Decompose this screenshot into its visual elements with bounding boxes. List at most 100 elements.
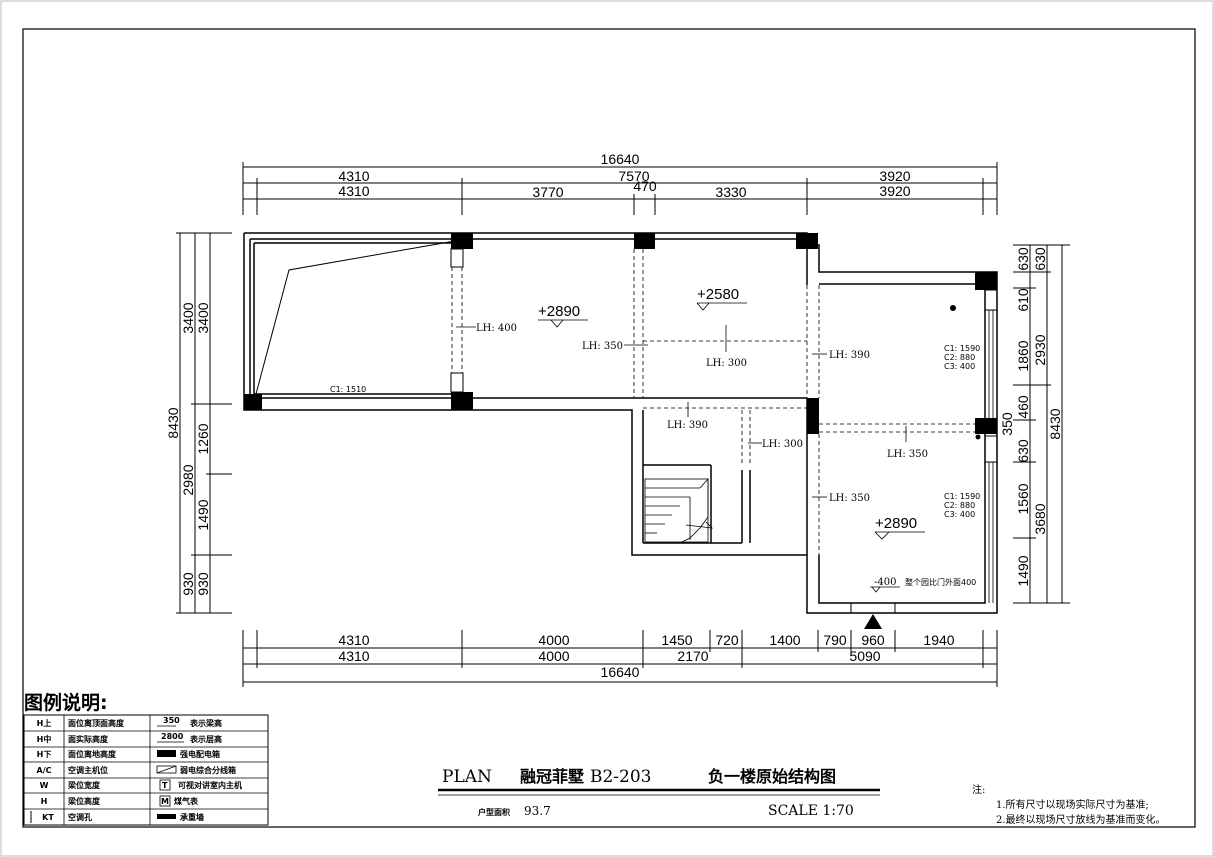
bearing-wall-icon — [157, 814, 176, 819]
right-dimension-lines — [1013, 244, 1070, 604]
dim-left-inner-d: 930 — [195, 572, 211, 596]
legend-symdesc-6: 煤气表 — [174, 796, 199, 806]
legend-table: H上 面位离顶面高度 350 表示梁高 H中 面实际高度 2800 表示层高 H… — [23, 714, 269, 826]
legend-code-6: H — [41, 797, 48, 806]
legend-symdesc-1: 表示梁高 — [189, 718, 222, 728]
dim-bottom-row2-d: 5090 — [849, 648, 880, 664]
beam-label-8: LH: 350 — [829, 493, 870, 504]
legend-desc-2: 面实际高度 — [68, 734, 109, 744]
legend-symdesc-4: 弱电综合分线箱 — [180, 765, 236, 775]
legend-symdesc-2: 表示层高 — [189, 734, 222, 744]
bottom-level-note: 整个园比门外面400 — [905, 577, 976, 587]
scale-text: SCALE 1:70 — [768, 803, 854, 819]
notes: 注: 1.所有尺寸以现场实际尺寸为基准; 2.最终以现场尺寸放线为基准而变化。 — [972, 783, 1166, 826]
legend-desc-6: 梁位高度 — [67, 796, 101, 806]
marker-dot — [975, 434, 981, 440]
wall-stubs — [450, 248, 998, 463]
dim-left-mid-a: 3400 — [180, 302, 196, 333]
staircase — [644, 477, 714, 543]
skylight-outline — [255, 240, 456, 395]
dim-left-inner-a: 3400 — [195, 302, 211, 333]
legend-code-4: A/C — [37, 766, 52, 775]
legend-sym-6: M — [161, 797, 169, 806]
dim-top-row2-a: 4310 — [338, 183, 369, 199]
gas-meter-icon — [159, 795, 171, 807]
dim-bottom-row1-h: 1940 — [923, 632, 954, 648]
legend-sym-5: T — [162, 781, 168, 790]
beam-lines — [249, 249, 975, 555]
left-dimension-lines — [176, 232, 232, 614]
title-block: PLAN 融冠菲墅 B2-203 负一楼原始结构图 户型面积 93.7 SCAL… — [438, 767, 880, 819]
legend-desc-7: 空调孔 — [68, 812, 92, 822]
beam-label-7: LH: 350 — [887, 449, 928, 460]
dim-right-inner-b: 610 — [1015, 288, 1031, 312]
dim-right-inner-a: 630 — [1015, 247, 1031, 271]
bottom-dimension-lines — [242, 630, 998, 687]
window1-c3: C3: 400 — [944, 362, 975, 371]
legend-code-7: KT — [42, 813, 54, 822]
dim-bottom-row2-b: 4000 — [538, 648, 569, 664]
area-label: 户型面积 — [478, 807, 510, 817]
dim-left-mid-b: 2980 — [180, 464, 196, 495]
legend-desc-5: 梁位宽度 — [67, 780, 101, 790]
dim-top-row1-a: 4310 — [338, 168, 369, 184]
top-dimension-lines — [242, 162, 998, 215]
dim-right-inner-e: 630 — [1015, 439, 1031, 463]
notes-head: 注: — [972, 783, 985, 796]
weak-box-icon — [156, 765, 177, 774]
level-marker-1: +2890 — [538, 303, 588, 328]
area-value: 93.7 — [524, 804, 551, 818]
entrance-door — [850, 603, 896, 629]
level-value-1: +2890 — [538, 303, 580, 320]
dim-right-mid-b: 2930 — [1032, 334, 1048, 365]
dim-bottom-total: 16640 — [601, 664, 640, 680]
note-line-1: 1.所有尺寸以现场实际尺寸为基准; — [996, 798, 1149, 811]
dim-left-mid-c: 930 — [180, 572, 196, 596]
legend-symdesc-5: 可视对讲室内主机 — [178, 780, 242, 790]
legend-code-2: H中 — [37, 734, 52, 744]
legend-code-1: H上 — [37, 718, 52, 728]
beam-label-6: LH: 300 — [762, 439, 803, 450]
dim-right-mid-c: 3680 — [1032, 503, 1048, 534]
entrance-level: -400 整个园比门外面400 — [870, 577, 976, 593]
legend-sym-1: 350 — [163, 716, 180, 725]
legend-sym-2: 2800 — [161, 732, 184, 741]
dim-bottom-row1-e: 1400 — [769, 632, 800, 648]
beam-label-5: LH: 390 — [667, 420, 708, 431]
beam-ticks — [456, 325, 907, 498]
dim-top-row1-b: 7570 — [618, 168, 649, 184]
dim-bottom-row1-a: 4310 — [338, 632, 369, 648]
level-value-2: +2580 — [697, 286, 739, 303]
bottom-level-value: -400 — [874, 577, 896, 588]
dim-bottom-row2-a: 4310 — [338, 648, 369, 664]
legend-code-5: W — [40, 781, 49, 790]
window2-c1: C1: 1590 — [944, 492, 980, 501]
dim-right-inner-f: 1560 — [1015, 483, 1031, 514]
electric-box-icon — [157, 750, 176, 757]
dim-bottom-row2-c: 2170 — [677, 648, 708, 664]
title-drawing: 负一楼原始结构图 — [708, 767, 836, 786]
level-marker-2: +2580 — [696, 286, 747, 311]
window1-c2: C2: 880 — [944, 353, 975, 362]
dim-bottom-row1-c: 1450 — [661, 632, 692, 648]
dim-right-inner-g: 1490 — [1015, 555, 1031, 586]
drawing-frame — [22, 28, 1196, 828]
dim-bottom-row1-f: 790 — [823, 632, 847, 648]
legend-code-3: H下 — [37, 750, 52, 759]
title-unit: B2-203 — [590, 767, 652, 787]
window2-c3: C3: 400 — [944, 510, 975, 519]
marker-dot — [950, 305, 956, 311]
dim-left-inner-c: 1490 — [195, 499, 211, 530]
columns — [244, 233, 997, 434]
dim-right-outer: 8430 — [1047, 408, 1063, 439]
dim-bottom-row1-d: 720 — [715, 632, 739, 648]
intercom-icon — [159, 779, 171, 791]
dim-top-row1-c: 3920 — [879, 168, 910, 184]
level-value-3: +2890 — [875, 515, 917, 532]
dim-right-inner-c: 1860 — [1015, 340, 1031, 371]
title-plan: PLAN — [442, 767, 492, 787]
dim-right-extra: 350 — [999, 412, 1015, 436]
legend-symdesc-3: 强电配电箱 — [180, 749, 220, 759]
dim-top-row2-d: 3330 — [715, 184, 746, 200]
dim-right-inner-d: 460 — [1015, 395, 1031, 419]
